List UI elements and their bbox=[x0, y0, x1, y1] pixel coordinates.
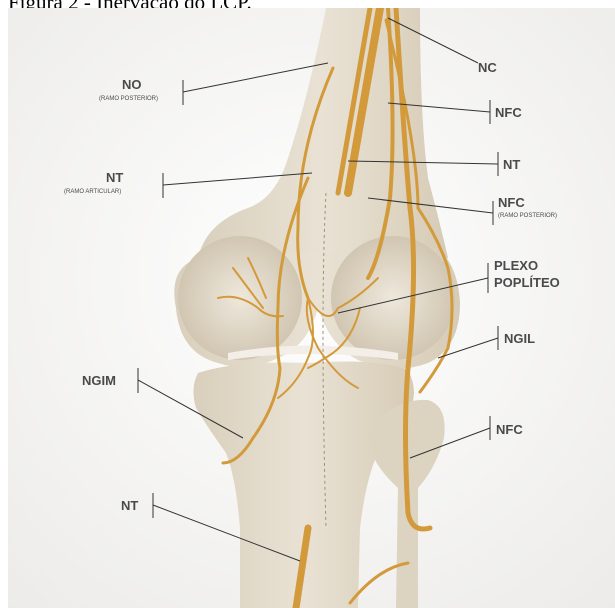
label-nt-left: NT bbox=[106, 170, 123, 185]
label-nfc-post: NFC bbox=[498, 195, 525, 210]
knee-diagram: NC NO (RAMO POSTERIOR) NFC NT NT (RAMO A… bbox=[8, 8, 615, 608]
label-ngil: NGIL bbox=[504, 331, 535, 346]
label-nfc-post-sub: (RAMO POSTERIOR) bbox=[498, 213, 557, 219]
label-nt-low: NT bbox=[121, 498, 138, 513]
label-nt-left-sub: (RAMO ARTICULAR) bbox=[64, 189, 121, 195]
lateral-condyle bbox=[331, 236, 455, 360]
label-no: NO bbox=[122, 77, 142, 92]
label-nt-upper: NT bbox=[503, 157, 520, 172]
label-nfc-top: NFC bbox=[495, 105, 522, 120]
label-nc: NC bbox=[478, 60, 497, 75]
label-no-sub: (RAMO POSTERIOR) bbox=[99, 96, 158, 102]
label-plexo-1: PLEXO bbox=[494, 258, 538, 273]
knee-illustration: NC NO (RAMO POSTERIOR) NFC NT NT (RAMO A… bbox=[8, 8, 615, 608]
label-ngim: NGIM bbox=[82, 373, 116, 388]
label-plexo-2: POPLÍTEO bbox=[494, 275, 560, 290]
label-nfc-low: NFC bbox=[496, 422, 523, 437]
